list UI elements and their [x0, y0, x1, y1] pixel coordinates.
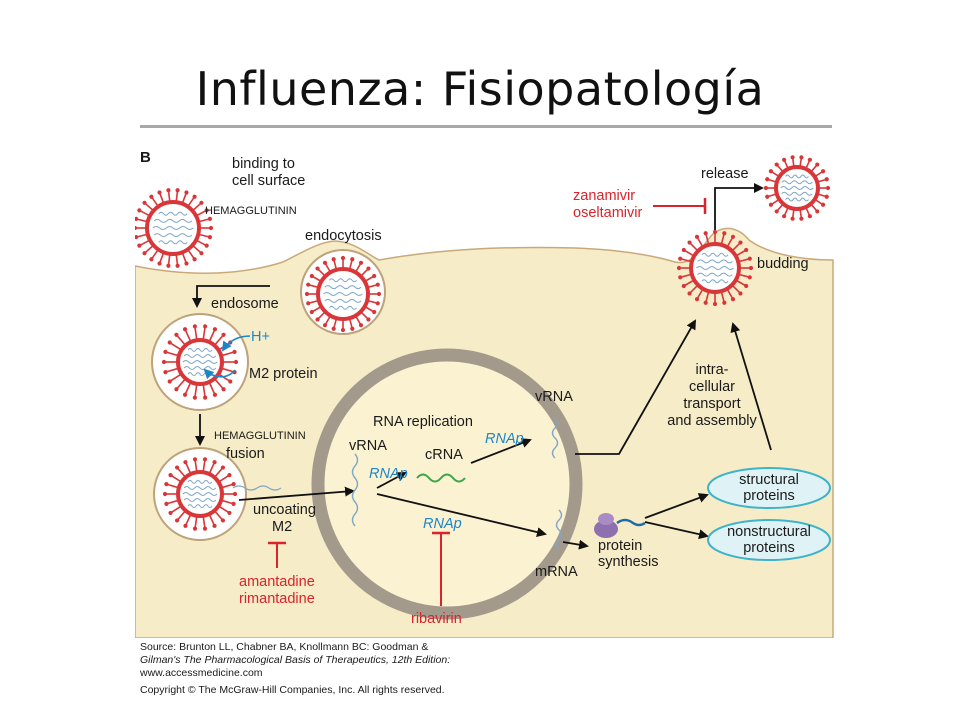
- nucleus: [311, 348, 583, 620]
- label-m2-protein: M2 protein: [249, 366, 318, 382]
- drug-amantadine: amantadine: [239, 574, 315, 590]
- virion-endocytosis: [304, 255, 382, 333]
- neuraminidase-inhibition: [653, 198, 707, 214]
- label-structural-2: proteins: [743, 488, 795, 504]
- arrow-mrna: [376, 493, 547, 538]
- label-transport-4: and assembly: [667, 413, 757, 429]
- label-fusion: fusion: [226, 446, 265, 462]
- virion-fusion: [162, 457, 238, 531]
- label-m2: M2: [272, 519, 292, 535]
- arrow-structural: [644, 493, 709, 519]
- arrow-protein-synthesis: [562, 539, 589, 550]
- arrow-crna-vrna: [470, 438, 532, 464]
- label-endosome: endosome: [211, 296, 279, 312]
- label-nonstructural-2: proteins: [743, 540, 795, 556]
- arrow-transport: [575, 319, 696, 455]
- label-endocytosis: endocytosis: [305, 228, 382, 244]
- source-citation: Source: Brunton LL, Chabner BA, Knollman…: [140, 641, 560, 697]
- drug-rimantadine: rimantadine: [239, 591, 315, 607]
- vrna-strand-nucleus: [351, 453, 359, 527]
- source-line-1: Source: Brunton LL, Chabner BA, Knollman…: [140, 641, 429, 653]
- label-rnap-1: RNAp: [369, 466, 408, 482]
- arrow-uncoating: [238, 486, 355, 501]
- label-binding-1: binding to: [232, 156, 295, 172]
- nonstructural-proteins-box: [707, 519, 831, 561]
- label-crna: cRNA: [425, 447, 463, 463]
- label-transport-2: cellular: [689, 379, 735, 395]
- arrow-release: [714, 183, 764, 230]
- label-protein-synthesis-2: synthesis: [598, 554, 658, 570]
- source-line-3: www.accessmedicine.com: [140, 667, 263, 679]
- panel-label: B: [140, 149, 151, 166]
- label-rna-replication: RNA replication: [373, 414, 473, 430]
- virion-released: [763, 155, 831, 221]
- label-rnap-3: RNAp: [423, 516, 462, 532]
- influenza-lifecycle-diagram: B binding to c: [135, 149, 834, 638]
- label-vrna-export: vRNA: [535, 389, 573, 405]
- drug-zanamivir: zanamivir: [573, 188, 635, 204]
- label-structural-1: structural: [739, 472, 799, 488]
- label-mrna: mRNA: [535, 564, 578, 580]
- ribosome: [594, 513, 646, 538]
- slide-title: Influenza: Fisiopatología: [195, 62, 765, 116]
- label-hemagglutinin-mid: HEMAGGLUTININ: [214, 430, 306, 442]
- mrna-strand: [555, 509, 563, 551]
- vrna-strand-cytoplasm: [232, 485, 282, 491]
- label-hemagglutinin-top: HEMAGGLUTININ: [205, 205, 297, 217]
- source-line-2: Gilman's The Pharmacological Basis of Th…: [140, 654, 451, 666]
- label-release: release: [701, 166, 749, 182]
- drug-oseltamivir: oseltamivir: [573, 205, 642, 221]
- vrna-strand-export: [551, 417, 559, 459]
- label-budding: budding: [757, 256, 809, 272]
- structural-proteins-box: [707, 467, 831, 509]
- h-plus-arrow-m2: [203, 368, 236, 380]
- arrow-assembly: [730, 322, 772, 451]
- ribavirin-inhibition: [432, 531, 450, 606]
- label-binding-2: cell surface: [232, 173, 305, 189]
- label-transport-3: transport: [683, 396, 740, 412]
- source-line-4: Copyright © The McGraw-Hill Companies, I…: [140, 684, 445, 696]
- drug-ribavirin: ribavirin: [411, 611, 462, 627]
- title-divider: [140, 125, 832, 128]
- h-plus-arrow-in: [221, 335, 251, 352]
- label-transport-1: intra-: [695, 362, 728, 378]
- arrow-nonstructural: [644, 521, 709, 540]
- arrow-vrna-crna: [376, 472, 407, 489]
- label-rnap-2: RNAp: [485, 431, 524, 447]
- crna-strand: [416, 473, 466, 483]
- label-nonstructural-1: nonstructural: [727, 524, 811, 540]
- label-uncoating: uncoating: [253, 502, 316, 518]
- amantadine-inhibition: [268, 541, 286, 568]
- label-h-plus: H+: [251, 329, 270, 345]
- label-protein-synthesis-1: protein: [598, 538, 642, 554]
- virion-binding: [135, 188, 214, 268]
- arrow-to-endosome: [192, 285, 270, 308]
- label-vrna-nucleus: vRNA: [349, 438, 387, 454]
- virion-budding: [676, 229, 754, 307]
